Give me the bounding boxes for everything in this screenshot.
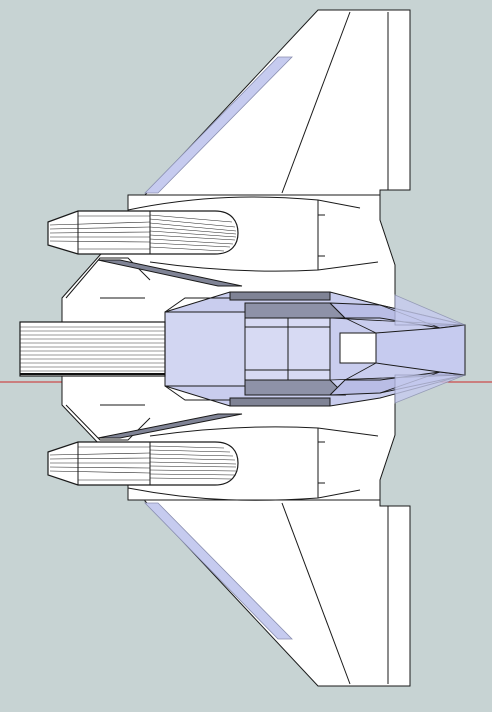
main-exhaust-nozzle[interactable] <box>19 321 166 377</box>
lower-intake-panel[interactable] <box>97 413 243 439</box>
upper-side-engine[interactable] <box>47 210 239 255</box>
upper-wing[interactable] <box>144 9 411 216</box>
upper-intake-panel[interactable] <box>97 259 243 287</box>
center-fuselage[interactable] <box>164 291 466 407</box>
lower-side-engine[interactable] <box>47 441 239 486</box>
lower-wing[interactable] <box>144 496 411 687</box>
